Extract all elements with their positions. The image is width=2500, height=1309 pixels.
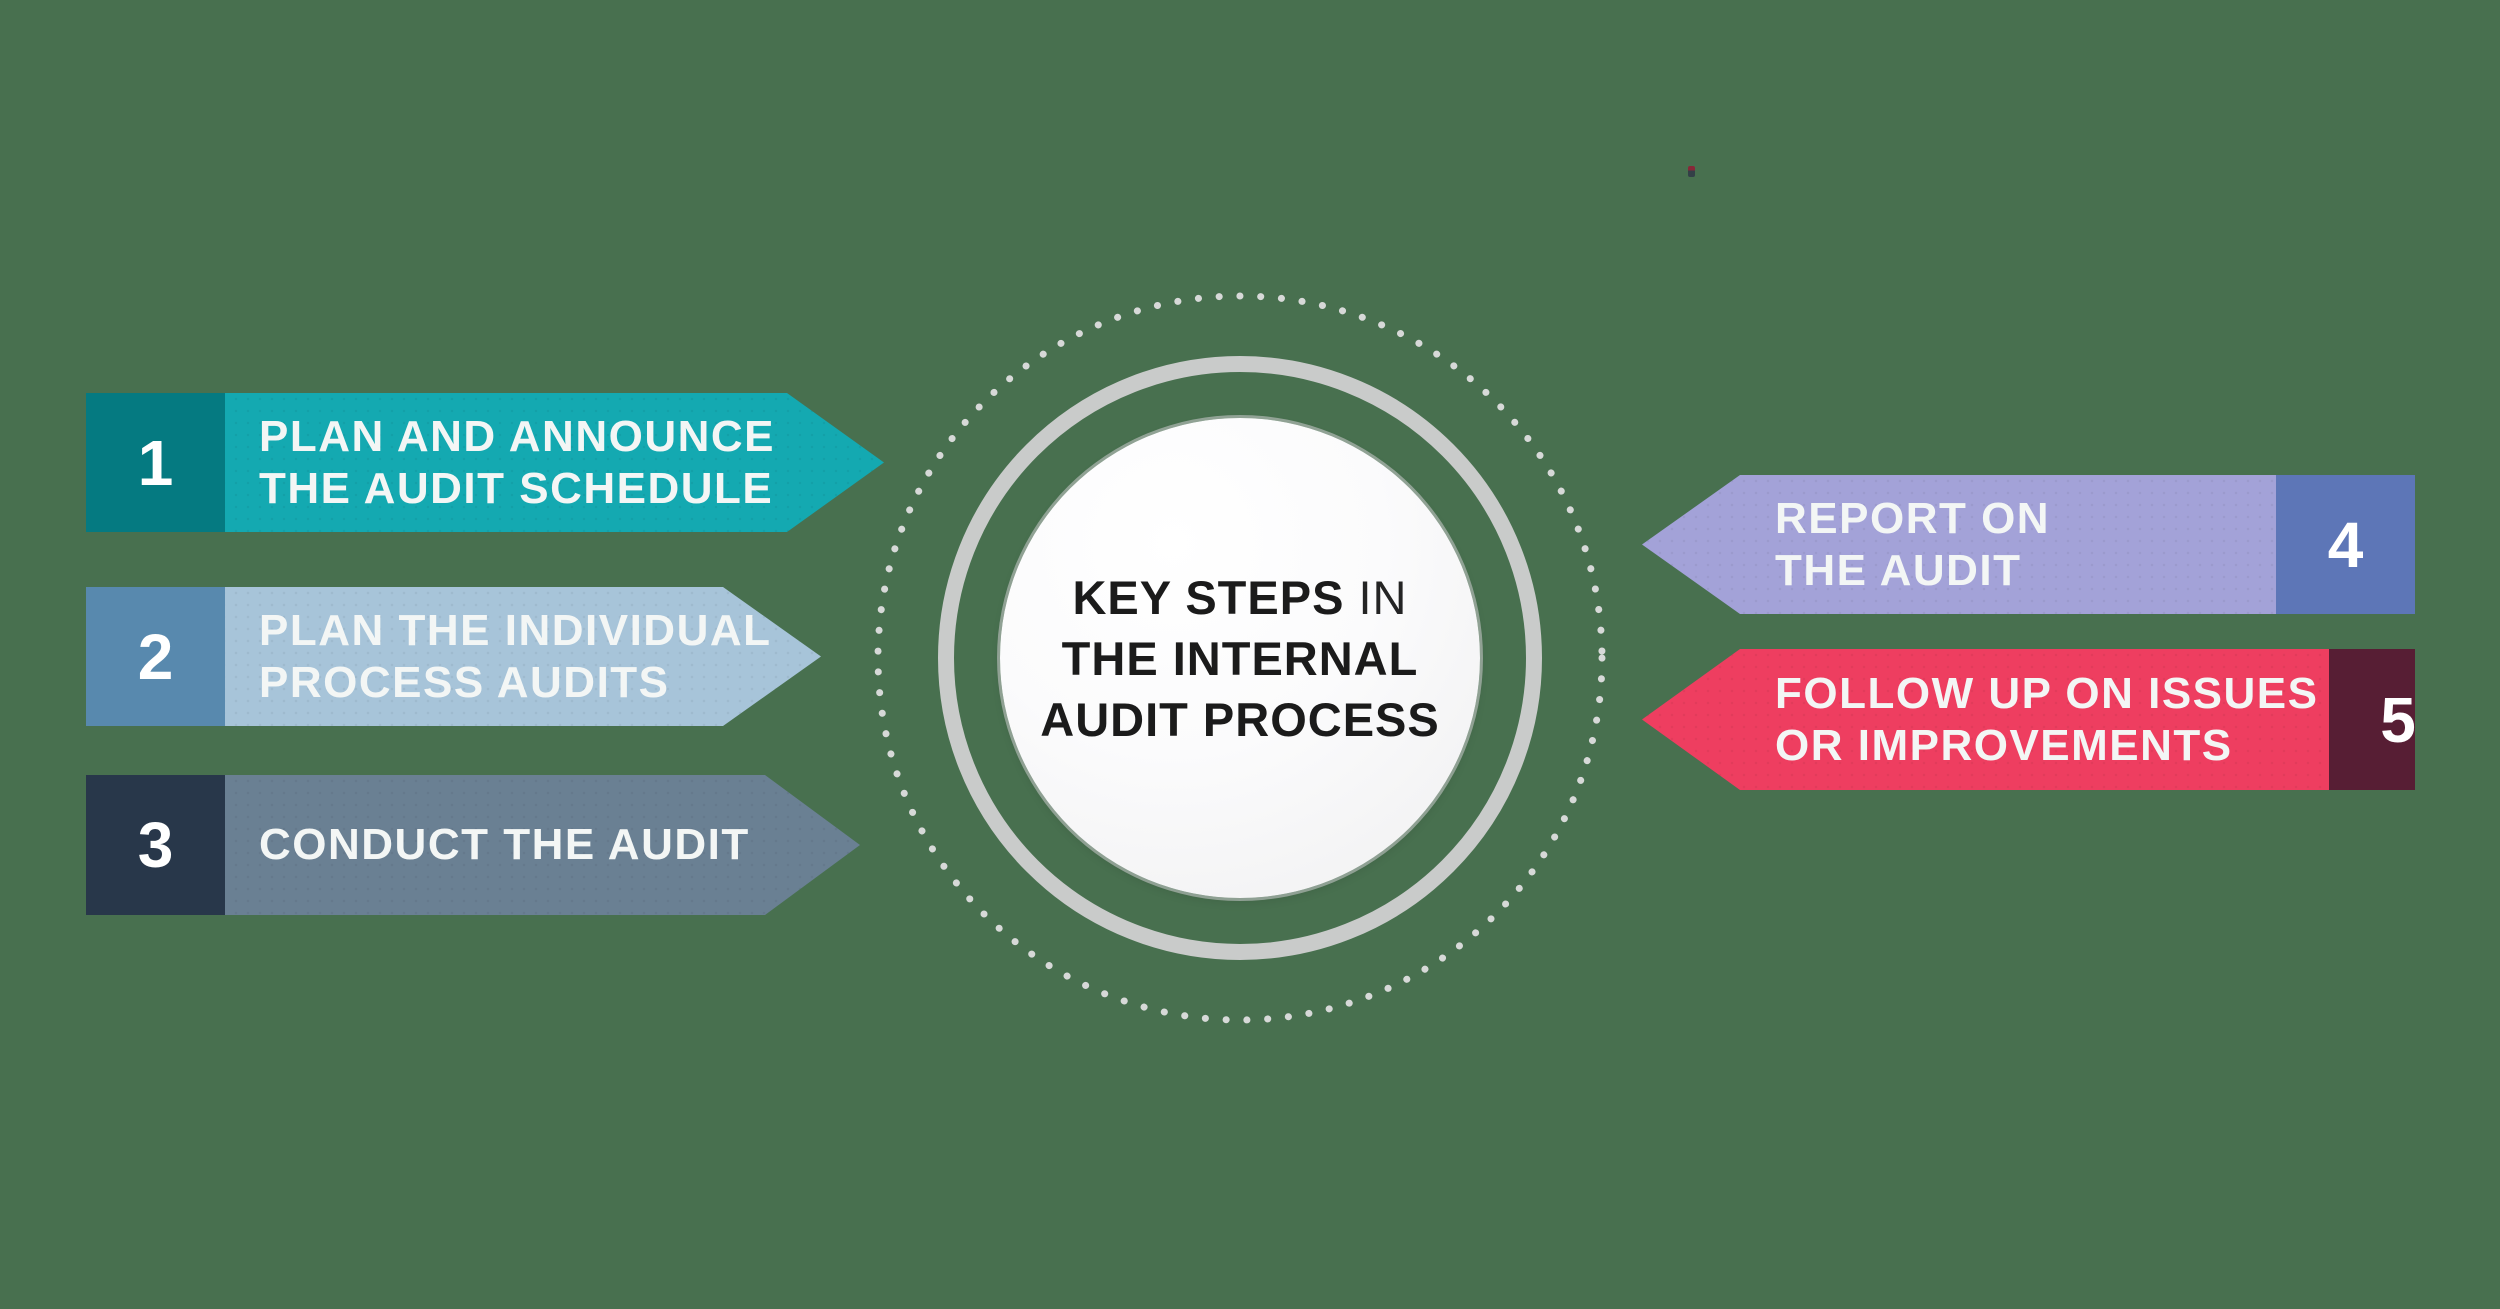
center-title-line-2: THE INTERNAL: [1061, 631, 1419, 685]
step-label-1: PLAN AND ANNOUNCE THE AUDIT SCHEDULE: [225, 393, 895, 532]
step-number-box-5: 5: [2328, 649, 2416, 790]
center-title-line-1: KEY STEPS IN: [1040, 567, 1440, 628]
step-number-3: 3: [137, 809, 174, 881]
step-number-box-4: 4: [2276, 475, 2415, 614]
step-label-3-line-1: CONDUCT THE AUDIT: [259, 820, 750, 869]
step-label-5-line-1: FOLLOW UP ON ISSUES: [1775, 668, 2319, 718]
step-arrow-1: 1 PLAN AND ANNOUNCE THE AUDIT SCHEDULE: [86, 393, 884, 532]
step-arrow-4: REPORT ON THE AUDIT 4: [1642, 475, 2415, 614]
step-number-box-2: 2: [86, 587, 225, 726]
dotted-ring: [874, 292, 1606, 1024]
step-label-4-line-1: REPORT ON: [1775, 493, 2051, 543]
step-label-2-line-1: PLAN THE INDIVIDUAL: [259, 605, 772, 655]
step-label-1-line-2: THE AUDIT SCHEDULE: [259, 463, 774, 513]
step-number-box-3: 3: [86, 775, 225, 915]
step-label-1-line-1: PLAN AND ANNOUNCE: [259, 411, 776, 461]
image-artifact-dot: [1688, 166, 1695, 177]
step-arrow-5: FOLLOW UP ON ISSUES OR IMPROVEMENTS 5: [1642, 649, 2415, 790]
step-label-5-line-2: OR IMPROVEMENTS: [1775, 720, 2233, 770]
center-circle: KEY STEPS IN THE INTERNAL AUDIT PROCESS: [1000, 418, 1480, 898]
step-label-4: REPORT ON THE AUDIT: [1642, 475, 2276, 614]
step-arrow-2: 2 PLAN THE INDIVIDUAL PROCESS AUDITS: [86, 587, 821, 726]
step-label-2: PLAN THE INDIVIDUAL PROCESS AUDITS: [225, 587, 892, 726]
step-label-3: CONDUCT THE AUDIT: [225, 775, 870, 915]
step-number-1: 1: [137, 426, 174, 499]
dotted-ring-svg: [874, 292, 1606, 1024]
step-number-4: 4: [2327, 508, 2364, 581]
step-number-2: 2: [137, 620, 174, 693]
center-title-line-1-bold: KEY STEPS: [1072, 570, 1345, 624]
center-title-line-1-light: IN: [1358, 570, 1408, 624]
step-arrow-3: 3 CONDUCT THE AUDIT: [86, 775, 860, 915]
step-label-2-line-2: PROCESS AUDITS: [259, 657, 670, 707]
step-label-5: FOLLOW UP ON ISSUES OR IMPROVEMENTS: [1642, 649, 2329, 790]
step-number-box-1: 1: [86, 393, 225, 532]
center-title: KEY STEPS IN THE INTERNAL AUDIT PROCESS: [1040, 567, 1440, 750]
step-label-4-line-2: THE AUDIT: [1775, 545, 2022, 595]
step-number-5: 5: [2380, 683, 2416, 756]
center-title-line-3: AUDIT PROCESS: [1040, 692, 1440, 746]
